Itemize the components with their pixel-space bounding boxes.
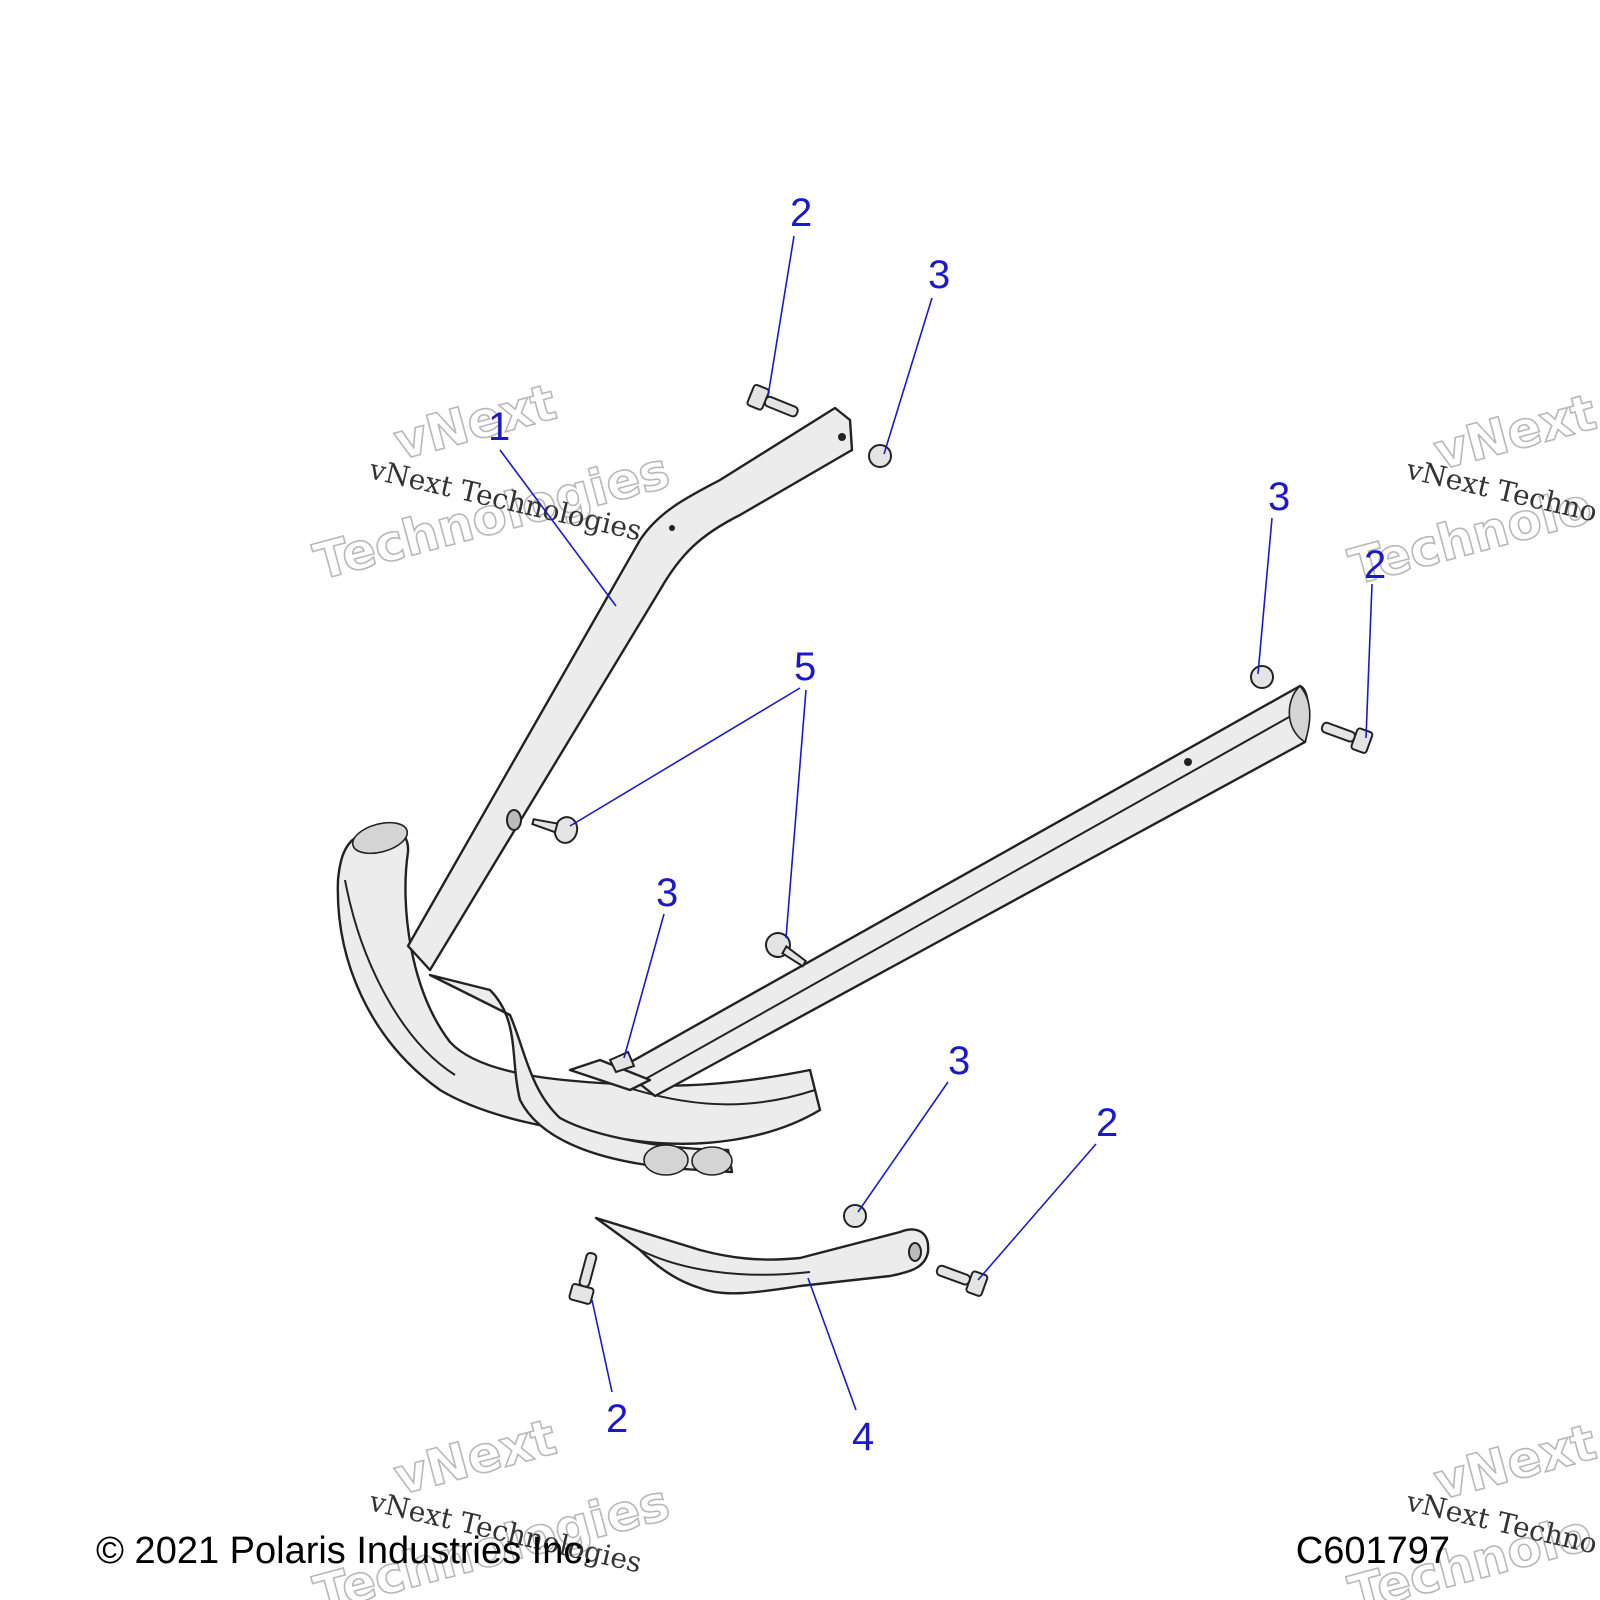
- bar-edge: [407, 945, 431, 971]
- nut-top: [868, 444, 892, 468]
- leader-2b: [1365, 583, 1373, 739]
- leader-5b: [785, 689, 807, 939]
- tube-contour: [344, 879, 456, 1076]
- leader-1: [499, 449, 617, 607]
- callout-5: 5: [794, 645, 816, 689]
- lower-tube-end: [351, 821, 409, 855]
- nut-right: [1250, 665, 1274, 689]
- part-bumper-assembly: [336, 406, 1311, 1176]
- leader-3a: [883, 297, 933, 455]
- bolt-shank: [578, 1251, 598, 1288]
- callout-1: 1: [488, 405, 510, 449]
- leader-3c: [623, 913, 665, 1059]
- callouts: 1 2 3 3 2 5 3 3 2 2 4: [488, 191, 1386, 1459]
- copyright-notice: © 2021 Polaris Industries Inc.: [96, 1530, 593, 1572]
- rivet-pin: [781, 944, 808, 968]
- callout-3: 3: [656, 871, 678, 915]
- leader-3d: [857, 1081, 949, 1213]
- bolt-top: [746, 383, 799, 418]
- leader-3b: [1257, 517, 1273, 675]
- part-lower-brace: [594, 1216, 930, 1295]
- leader-2d: [591, 1299, 613, 1393]
- bar-hole: [838, 433, 846, 441]
- nut-bottom: [843, 1204, 867, 1228]
- bolt-shank: [1320, 721, 1356, 743]
- rivet-pin: [531, 818, 559, 834]
- leader-2a: [767, 235, 795, 397]
- watermark-big-line1: vNext: [388, 373, 562, 472]
- rivet-upper: [531, 816, 579, 844]
- bolt-shank: [935, 1264, 971, 1286]
- rivet-lower: [765, 932, 808, 968]
- lower-brace: [594, 1216, 930, 1295]
- nut-center: [608, 1050, 636, 1074]
- brace-contour: [639, 1249, 811, 1276]
- leader-2c: [977, 1143, 1097, 1281]
- leader-lines: [499, 235, 1373, 1411]
- leader-4: [807, 1277, 857, 1411]
- bolt-right: [1320, 721, 1374, 754]
- callout-3: 3: [1268, 475, 1290, 519]
- callout-2: 2: [606, 1397, 628, 1441]
- bolt-bottom-right: [935, 1264, 989, 1297]
- callout-3: 3: [948, 1039, 970, 1083]
- tube-clip: [568, 1058, 652, 1092]
- tube-contour: [639, 711, 1299, 1083]
- left-upright-bar: [406, 406, 854, 972]
- lower-rear-tube-end: [643, 1144, 689, 1176]
- callout-2: 2: [790, 191, 812, 235]
- callout-4: 4: [852, 1415, 874, 1459]
- bar-hole: [669, 525, 675, 531]
- brace-hole: [908, 1242, 922, 1262]
- leader-5a: [569, 687, 801, 827]
- bar-hole: [506, 809, 522, 831]
- watermark-big-line1: vNext: [388, 1408, 562, 1507]
- callout-2: 2: [1364, 543, 1386, 587]
- tube-hole: [1184, 758, 1192, 766]
- bolt-shank: [763, 395, 799, 418]
- callout-3: 3: [928, 253, 950, 297]
- lower-tube: [336, 825, 822, 1145]
- figure-id: C601797: [1295, 1530, 1450, 1572]
- lower-rear-tube-end: [691, 1146, 733, 1176]
- callout-2: 2: [1096, 1101, 1118, 1145]
- tube-contour: [619, 1084, 816, 1106]
- tube-cut-end: [1288, 684, 1311, 744]
- bolt-bottom-left: [568, 1251, 598, 1305]
